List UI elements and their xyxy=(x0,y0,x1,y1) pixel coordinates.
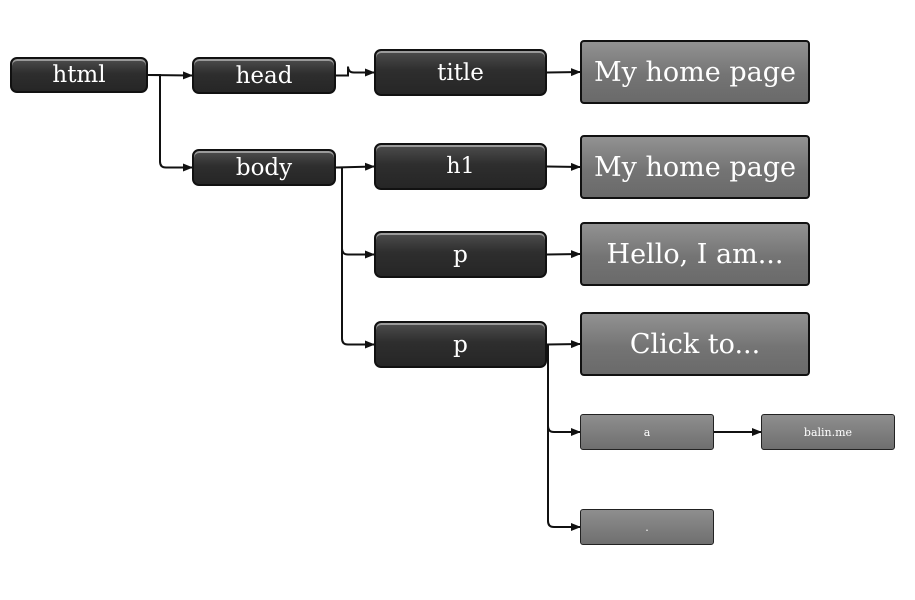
node-head: head xyxy=(192,57,336,94)
node-p1-text: Hello, I am... xyxy=(580,222,810,286)
edge-html-to-body xyxy=(148,74,193,172)
edge-h1-to-h1_text xyxy=(546,162,581,171)
node-h1-text: My home page xyxy=(580,135,810,199)
node-html: html xyxy=(10,57,148,93)
node-p2-tail-text: . xyxy=(580,509,714,545)
node-h1: h1 xyxy=(374,143,547,190)
edge-title-to-title_text xyxy=(546,68,581,77)
node-body: body xyxy=(192,149,336,186)
node-a: a xyxy=(580,414,714,450)
node-a-text: balin.me xyxy=(761,414,895,450)
node-p2: p xyxy=(374,321,547,368)
node-title-text: My home page xyxy=(580,40,810,104)
node-p1: p xyxy=(374,231,547,278)
node-p2-text: Click to... xyxy=(580,312,810,376)
edge-p1-to-p1_text xyxy=(546,250,581,259)
node-title: title xyxy=(374,49,547,96)
edges xyxy=(147,66,762,531)
edge-head-to-title xyxy=(336,66,375,77)
edge-p2-to-p2_text xyxy=(546,340,581,349)
edge-p2-to-p2_tail_text xyxy=(547,343,581,531)
edge-body-to-p2 xyxy=(336,166,375,349)
edge-p2-to-a xyxy=(547,343,581,436)
